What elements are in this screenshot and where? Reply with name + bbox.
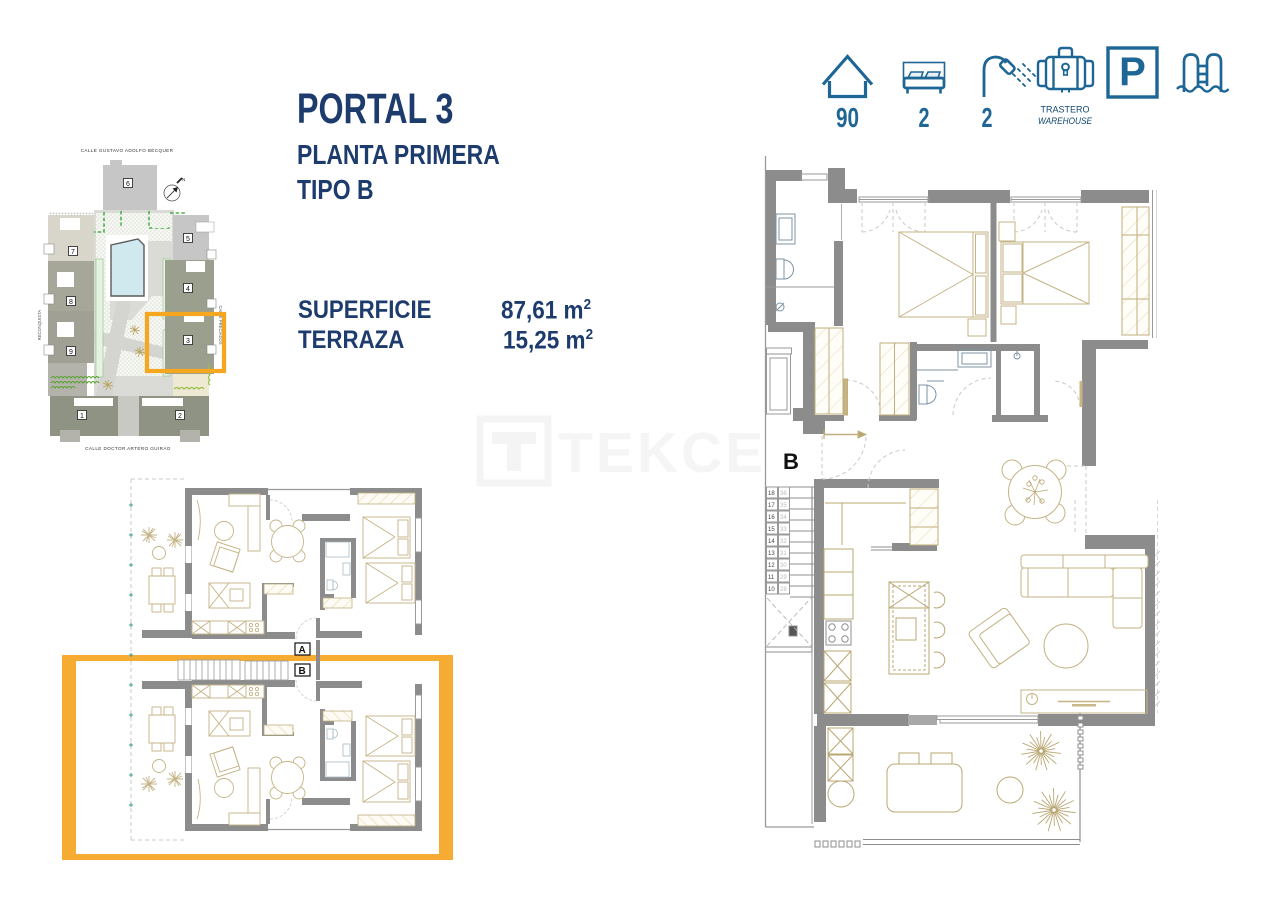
svg-text:2: 2 (919, 102, 930, 133)
svg-text:9: 9 (69, 349, 73, 356)
svg-text:P: P (1119, 50, 1146, 94)
svg-text:13: 13 (768, 551, 775, 557)
svg-text:3: 3 (186, 338, 190, 345)
svg-text:RECONQUISTA: RECONQUISTA (37, 310, 42, 341)
svg-text:5: 5 (186, 236, 190, 243)
svg-text:N: N (182, 177, 185, 182)
svg-text:31: 31 (780, 551, 787, 557)
svg-text:2: 2 (982, 102, 993, 133)
svg-text:10: 10 (768, 587, 775, 593)
svg-text:15: 15 (768, 527, 775, 533)
svg-text:32: 32 (780, 539, 787, 545)
svg-text:28: 28 (780, 587, 787, 593)
svg-text:B: B (299, 666, 306, 677)
svg-text:17: 17 (768, 503, 775, 509)
svg-text:B: B (783, 449, 799, 474)
svg-text:1: 1 (80, 413, 84, 420)
svg-text:35: 35 (780, 503, 787, 509)
svg-text:2: 2 (178, 413, 182, 420)
svg-text:16: 16 (768, 515, 775, 521)
svg-text:TEKCE: TEKCE (558, 421, 766, 485)
svg-text:34: 34 (780, 515, 787, 521)
svg-text:CALLE GUSTAVO ADOLFO BÉCQUER: CALLE GUSTAVO ADOLFO BÉCQUER (81, 147, 174, 153)
svg-text:TRASTERO: TRASTERO (1041, 105, 1090, 116)
svg-text:CALLE DOCTOR ARTERO GUIRAO: CALLE DOCTOR ARTERO GUIRAO (85, 446, 171, 451)
svg-text:7: 7 (71, 249, 75, 256)
svg-text:11: 11 (768, 575, 775, 581)
svg-text:36: 36 (780, 491, 787, 497)
svg-text:CALLE PRECIADOS: CALLE PRECIADOS (218, 305, 223, 344)
svg-text:4: 4 (186, 286, 190, 293)
svg-text:18: 18 (768, 491, 775, 497)
svg-text:14: 14 (768, 539, 775, 545)
svg-text:WAREHOUSE: WAREHOUSE (1038, 116, 1093, 127)
svg-text:8: 8 (69, 299, 73, 306)
svg-text:90: 90 (836, 102, 859, 133)
svg-text:6: 6 (126, 181, 130, 188)
svg-text:30: 30 (780, 563, 787, 569)
svg-text:12: 12 (768, 563, 775, 569)
svg-text:A: A (299, 645, 306, 656)
svg-text:29: 29 (780, 575, 787, 581)
svg-text:33: 33 (780, 527, 787, 533)
